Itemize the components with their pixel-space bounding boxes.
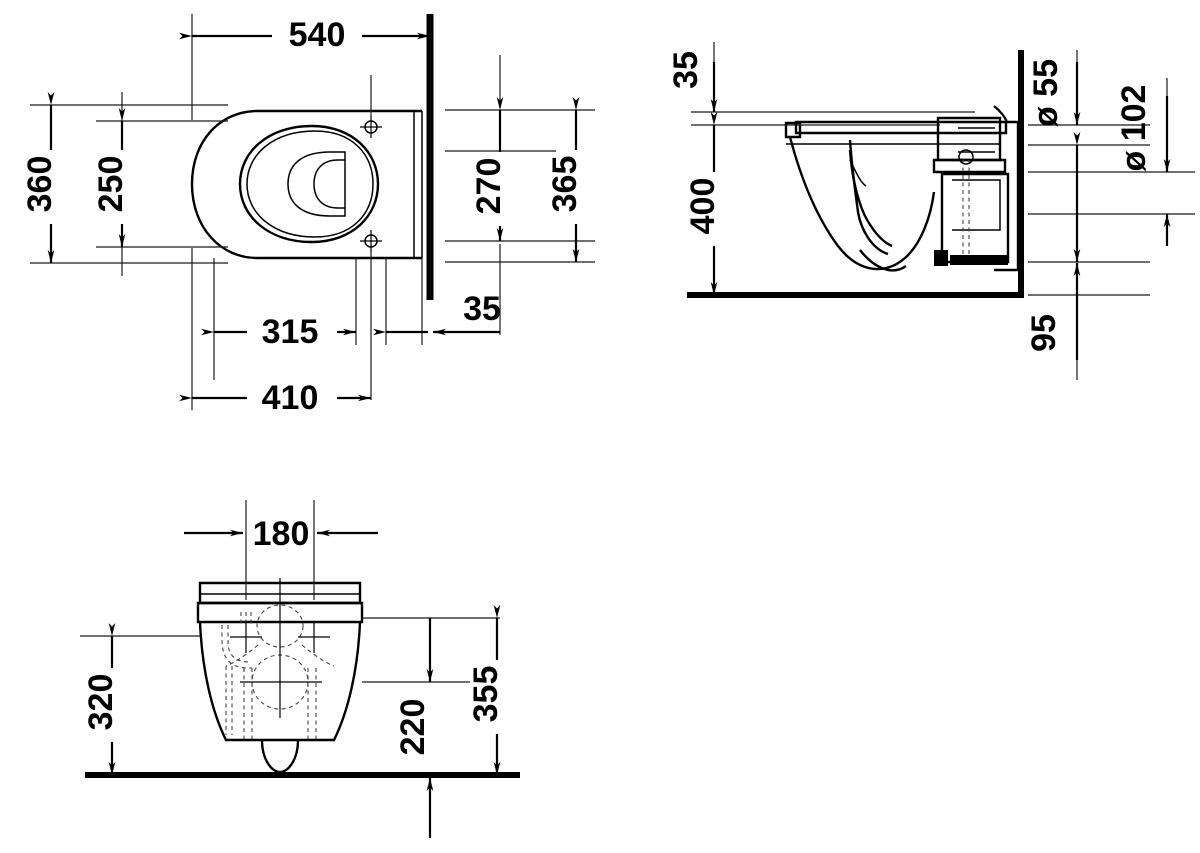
front-view-hidden-detail: [221, 578, 335, 740]
dimension-label-540: 540: [289, 16, 346, 54]
top-view-group: 540 360 250 270 365: [21, 14, 596, 418]
dimension-label-365: 365: [546, 156, 584, 213]
dimension-label-top-35: 35: [463, 290, 501, 328]
dimension-540: 540: [179, 16, 430, 56]
dimension-label-400: 400: [684, 178, 722, 235]
dimension-label-315: 315: [262, 313, 319, 351]
dimension-label-320: 320: [82, 674, 120, 731]
dimension-label-side-35: 35: [667, 51, 705, 89]
top-view-mounting-hole-upper: [360, 116, 382, 138]
dimension-355: 355: [467, 605, 517, 775]
dimension-360: 360: [21, 92, 71, 263]
top-view-bowl-outline: [190, 109, 423, 260]
dimension-410: 410: [179, 378, 371, 418]
front-view-group: 180 320 220 355: [80, 500, 520, 838]
dimension-315: 315: [201, 312, 428, 352]
dimension-label-diameter-102: ø 102: [1115, 85, 1153, 172]
side-view-wc-section: [784, 105, 1020, 272]
top-view-mounting-hole-lower: [360, 230, 382, 252]
top-view-extension-lines: [30, 14, 595, 410]
dimension-diameter-102: ø 102: [1115, 85, 1171, 246]
dimension-label-355: 355: [467, 666, 505, 723]
dimension-320: 320: [82, 623, 132, 775]
dimension-top-35: 35: [433, 290, 501, 336]
dimension-label-220: 220: [394, 699, 432, 756]
dimension-label-180: 180: [253, 515, 310, 553]
side-view-group: 35 400 ø 55 ø 102 95: [667, 42, 1195, 380]
dimension-250: 250: [92, 108, 142, 247]
dimension-label-250: 250: [92, 156, 130, 213]
dimension-side-35: 35: [667, 51, 718, 112]
dimension-400: 400: [684, 112, 734, 295]
dimension-95: 95: [1025, 263, 1081, 360]
dimension-label-270: 270: [470, 158, 508, 215]
dimension-180: 180: [184, 515, 378, 553]
front-view-wc-body: [196, 578, 364, 774]
dimension-365: 365: [546, 97, 596, 262]
dimension-label-410: 410: [262, 379, 319, 417]
dimension-label-360: 360: [21, 156, 59, 213]
dimension-270: 270: [470, 97, 520, 241]
dimension-220: 220: [394, 618, 434, 838]
dimension-label-diameter-55: ø 55: [1027, 59, 1065, 127]
dimension-diameter-55: ø 55: [1027, 59, 1081, 262]
dimension-label-95: 95: [1025, 314, 1063, 352]
